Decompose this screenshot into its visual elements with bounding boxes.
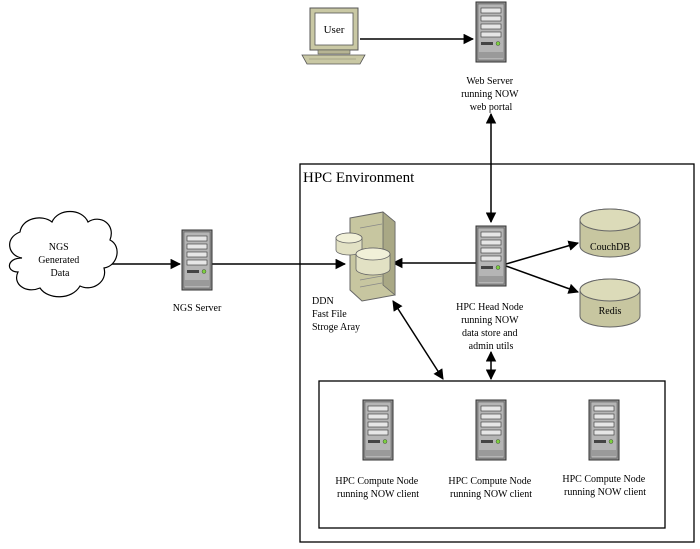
hpc-environment-box [299,163,695,543]
compute-node-2-label: HPC Compute Node running NOW client [448,476,533,500]
compute-node-3-label: HPC Compute Node running NOW client [562,474,647,498]
couchdb-database-icon [579,208,641,258]
user-label: User [324,24,345,36]
ngs-server-icon [181,229,213,291]
ngs-data-label: NGS Generated Data [38,242,82,279]
redis-database-icon [579,278,641,328]
ngs-data-cloud-icon [8,210,118,298]
compute-node-2-icon [475,399,507,461]
head-node-label: HPC Head Node running NOW data store and… [456,302,526,352]
head-node-server-icon [475,225,507,287]
compute-node-3-icon [588,399,620,461]
web-server-label: Web Server running NOW web portal [461,76,521,113]
ddn-label: DDN Fast File Stroge Aray [312,296,360,333]
hpc-environment-title: HPC Environment [303,170,415,186]
storage-array-icon [335,211,396,302]
arrow-headnode-to-redis [505,265,579,294]
compute-cluster-box [318,380,666,529]
couchdb-label: CouchDB [590,242,630,253]
ngs-server-label: NGS Server [173,303,222,314]
user-computer-icon [301,7,366,65]
arrow-ddn-compute [392,300,444,380]
arrow-headnode-to-couchdb [505,240,580,265]
redis-label: Redis [599,306,622,317]
compute-node-1-icon [362,399,394,461]
web-server-icon [475,1,507,63]
compute-node-1-label: HPC Compute Node running NOW client [335,476,420,500]
